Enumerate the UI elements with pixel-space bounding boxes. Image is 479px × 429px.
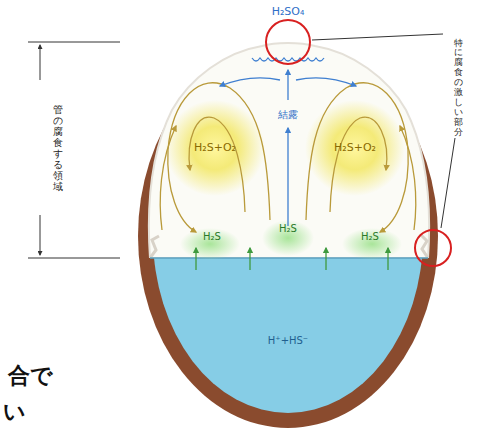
leader-line: [312, 34, 443, 40]
severe-corrosion-mark: [415, 230, 451, 266]
severe-corrosion-mark: [266, 20, 310, 64]
region-bracket: [28, 42, 120, 258]
chemical-label: H₂S: [203, 231, 221, 242]
chemical-label: H₂S+O₂: [334, 142, 376, 154]
pipe-wall: [138, 44, 438, 428]
sewage-water: [153, 258, 423, 413]
slide-text-fragment: い: [3, 400, 26, 424]
gas-space: [149, 43, 429, 258]
air-circulation: [160, 83, 416, 232]
chemical-label: H₂S: [361, 231, 379, 242]
leader-line: [441, 138, 455, 228]
slide-text-fragment: 合で: [8, 364, 53, 388]
condensation-label: 結露: [278, 109, 298, 120]
chemical-label: H₂S+O₂: [194, 142, 236, 154]
callout-note: 特に腐食の激しい部分: [454, 39, 463, 138]
gas-release-arrows: [196, 248, 388, 270]
chemical-label: H₂S: [279, 223, 297, 234]
region-label: 管の腐食する領域: [53, 104, 63, 192]
chemical-label: H⁺+HS⁻: [268, 335, 308, 346]
chemical-label: H₂SO₄: [272, 6, 305, 18]
